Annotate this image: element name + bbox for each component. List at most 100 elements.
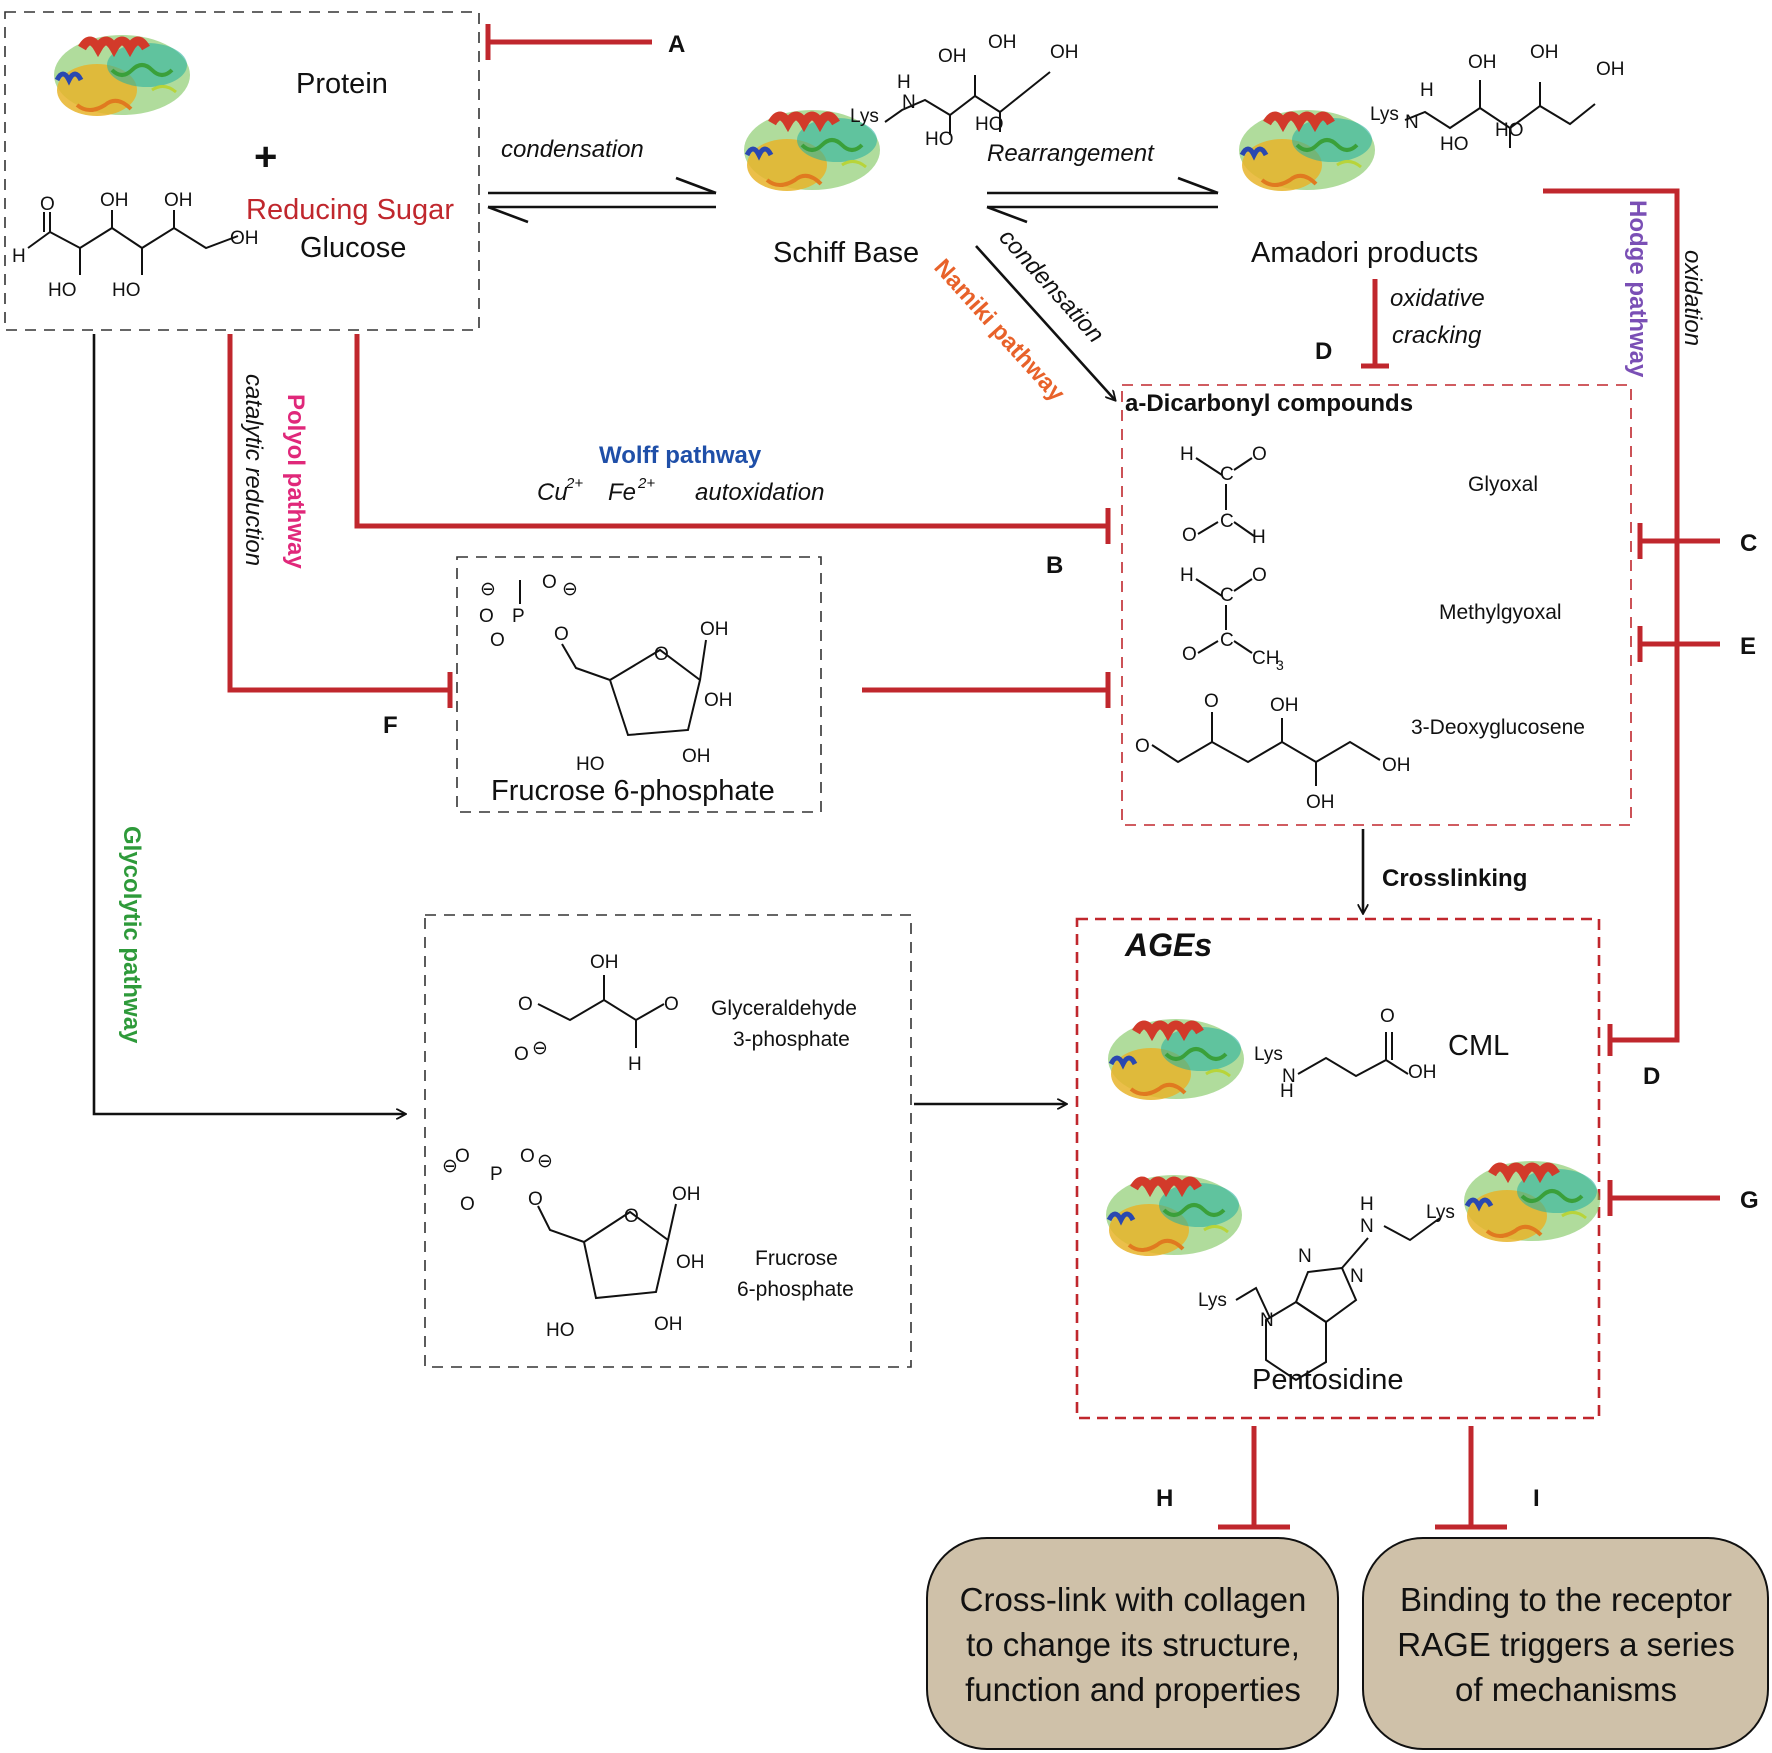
- svg-text:N: N: [1282, 1066, 1296, 1087]
- point-F: F: [383, 712, 398, 739]
- amadori-label: Amadori products: [1251, 237, 1478, 269]
- svg-text:HO: HO: [1440, 134, 1469, 155]
- svg-text:H: H: [628, 1054, 642, 1075]
- svg-text:O: O: [542, 572, 557, 593]
- glyoxal-label: Glyoxal: [1468, 473, 1538, 496]
- point-C: C: [1740, 530, 1757, 557]
- svg-text:P: P: [490, 1164, 503, 1185]
- svg-text:O: O: [664, 994, 679, 1015]
- reactant-box: [4, 11, 480, 331]
- glyceraldehyde-label-2: 3-phosphate: [733, 1028, 850, 1051]
- glyceraldehyde-structure: OH O O H O ⊖: [514, 952, 679, 1075]
- svg-text:HO: HO: [576, 754, 605, 775]
- svg-text:H: H: [1360, 1194, 1374, 1215]
- svg-text:Cu: Cu: [537, 479, 568, 506]
- svg-text:O: O: [624, 1206, 639, 1227]
- pentosidine-structure: Lys N N N N H Lys: [1198, 1194, 1455, 1382]
- svg-text:C: C: [1220, 630, 1234, 651]
- svg-text:to change its structure,: to change its structure,: [966, 1626, 1300, 1663]
- cml-label: CML: [1448, 1030, 1509, 1062]
- pentosidine-protein-right-icon: [1464, 1161, 1600, 1242]
- polyol-pathway-label: Polyol pathway: [282, 394, 309, 569]
- outcome-collagen-box: Cross-link with collagen to change its s…: [926, 1537, 1339, 1750]
- point-A: A: [668, 31, 685, 58]
- protein-ribbon-icon: [54, 35, 190, 116]
- point-H: H: [1156, 1485, 1173, 1512]
- svg-text:O: O: [1182, 644, 1197, 665]
- amadori-protein-icon: [1239, 110, 1375, 191]
- glyceraldehyde-label-1: Glyceraldehyde: [711, 997, 857, 1020]
- svg-text:O: O: [1252, 565, 1267, 586]
- svg-text:OH: OH: [682, 746, 711, 767]
- svg-text:Lys: Lys: [1370, 104, 1399, 125]
- svg-text:of mechanisms: of mechanisms: [1455, 1671, 1677, 1708]
- svg-text:⊖: ⊖: [562, 579, 578, 600]
- methylglyoxal-structure: H C O C O CH 3: [1180, 565, 1284, 673]
- svg-text:O: O: [518, 994, 533, 1015]
- svg-text:O: O: [40, 194, 55, 215]
- amadori-structure: Lys N H OH OH OH HO HO: [1370, 42, 1625, 155]
- deoxyglucosone-label: 3-Deoxyglucosene: [1411, 716, 1585, 739]
- svg-text:P: P: [512, 606, 525, 627]
- fructose6p-polyol-label: Frucrose 6-phosphate: [491, 775, 775, 807]
- svg-text:⊖: ⊖: [532, 1038, 548, 1059]
- svg-text:H: H: [12, 246, 26, 267]
- schiff-to-dicarbonyl-arrow: [975, 245, 1115, 400]
- svg-text:OH: OH: [676, 1252, 705, 1273]
- pentosidine-label: Pentosidine: [1252, 1364, 1404, 1396]
- catalytic-reduction-label: catalytic reduction: [240, 374, 267, 566]
- point-G: G: [1740, 1187, 1759, 1214]
- svg-text:OH: OH: [1596, 59, 1625, 80]
- svg-text:H: H: [1420, 80, 1434, 101]
- point-E: E: [1740, 633, 1756, 660]
- svg-text:H: H: [1180, 444, 1194, 465]
- metal-ion-label: Cu 2+ Fe 2+: [537, 475, 655, 506]
- hodge-pathway-label: Hodge pathway: [1624, 200, 1651, 378]
- glycolytic-intermediates-box: [424, 914, 912, 1368]
- cml-structure: Lys N H O OH: [1254, 1006, 1437, 1102]
- svg-text:OH: OH: [100, 190, 129, 211]
- svg-text:OH: OH: [1382, 755, 1411, 776]
- svg-text:N: N: [1260, 1310, 1274, 1331]
- svg-text:OH: OH: [164, 190, 193, 211]
- wolff-pathway-line: [354, 334, 1108, 529]
- svg-text:O: O: [460, 1194, 475, 1215]
- svg-text:N: N: [1360, 1216, 1374, 1237]
- deoxyglucosone-structure: O O OH OH OH: [1135, 691, 1411, 813]
- svg-text:O: O: [654, 644, 669, 665]
- svg-text:Lys: Lys: [850, 106, 879, 127]
- svg-text:Lys: Lys: [1426, 1202, 1455, 1223]
- svg-text:O: O: [455, 1146, 470, 1167]
- svg-text:O: O: [514, 1044, 529, 1065]
- svg-text:HO: HO: [1495, 120, 1524, 141]
- schiff-base-structure: Lys N H OH OH OH HO HO: [850, 32, 1079, 150]
- glyoxal-structure: H C O C O H: [1180, 444, 1267, 548]
- svg-text:⊖: ⊖: [442, 1156, 458, 1177]
- svg-text:O: O: [479, 606, 494, 627]
- svg-text:O: O: [1182, 525, 1197, 546]
- svg-text:OH: OH: [988, 32, 1017, 53]
- svg-text:2+: 2+: [565, 475, 583, 492]
- svg-text:O: O: [528, 1189, 543, 1210]
- point-B: B: [1046, 552, 1063, 579]
- reducing-sugar-label: Reducing Sugar: [246, 194, 454, 226]
- svg-text:CH: CH: [1252, 648, 1279, 669]
- svg-text:OH: OH: [1270, 695, 1299, 716]
- svg-text:3: 3: [1276, 657, 1284, 673]
- svg-text:2+: 2+: [637, 475, 655, 492]
- svg-text:O: O: [1135, 736, 1150, 757]
- svg-text:OH: OH: [938, 46, 967, 67]
- crosslinking-label: Crosslinking: [1382, 865, 1527, 892]
- svg-text:Cross-link with collagen: Cross-link with collagen: [960, 1581, 1307, 1618]
- point-D-top: D: [1315, 338, 1332, 365]
- svg-text:OH: OH: [1050, 42, 1079, 63]
- fructose6p-glycolytic-label-2: 6-phosphate: [737, 1278, 854, 1301]
- svg-text:HO: HO: [975, 114, 1004, 135]
- svg-text:HO: HO: [925, 129, 954, 150]
- svg-text:OH: OH: [700, 619, 729, 640]
- svg-text:C: C: [1220, 585, 1234, 606]
- svg-text:RAGE triggers a series: RAGE triggers a series: [1397, 1626, 1734, 1663]
- condensation-equilibrium-arrow: [487, 176, 717, 224]
- oxidation-label: oxidation: [1679, 250, 1706, 346]
